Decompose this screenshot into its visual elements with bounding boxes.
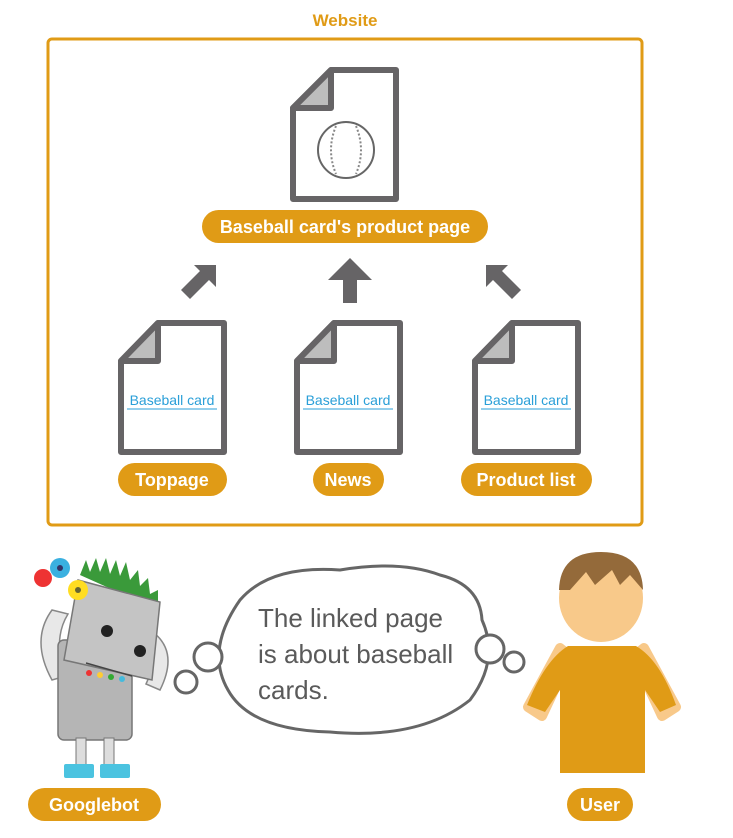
arrow-up-right-icon xyxy=(181,265,216,299)
thought-line-2: is about baseball xyxy=(258,639,453,669)
thought-line-1: The linked page xyxy=(258,603,443,633)
baseball-card-link[interactable]: Baseball card xyxy=(130,392,215,408)
user-label: User xyxy=(567,788,633,821)
product-page-label: Baseball card's product page xyxy=(202,210,488,243)
thought-bubble: The linked page is about baseball cards. xyxy=(173,564,526,735)
product-list-document: Baseball card xyxy=(472,320,581,455)
svg-text:Baseball card's product page: Baseball card's product page xyxy=(220,217,470,237)
product-list-label: Product list xyxy=(461,463,592,496)
toppage-label: Toppage xyxy=(118,463,227,496)
thought-line-3: cards. xyxy=(258,675,329,705)
svg-text:Toppage: Toppage xyxy=(135,470,209,490)
svg-text:User: User xyxy=(580,795,620,815)
product-page-document xyxy=(290,67,399,202)
toppage-document: Baseball card xyxy=(118,320,227,455)
arrow-up-icon xyxy=(328,258,372,303)
baseball-card-link[interactable]: Baseball card xyxy=(484,392,569,408)
googlebot-illustration xyxy=(34,558,169,778)
baseball-icon xyxy=(317,121,375,179)
user-illustration xyxy=(523,552,681,773)
svg-text:Googlebot: Googlebot xyxy=(49,795,139,815)
baseball-card-link[interactable]: Baseball card xyxy=(306,392,391,408)
website-label: Website xyxy=(313,11,378,30)
news-document: Baseball card xyxy=(294,320,403,455)
news-label: News xyxy=(313,463,384,496)
website-frame xyxy=(46,37,644,527)
arrow-up-left-icon xyxy=(486,265,521,299)
svg-text:News: News xyxy=(324,470,371,490)
googlebot-label: Googlebot xyxy=(28,788,161,821)
svg-text:Product list: Product list xyxy=(476,470,575,490)
